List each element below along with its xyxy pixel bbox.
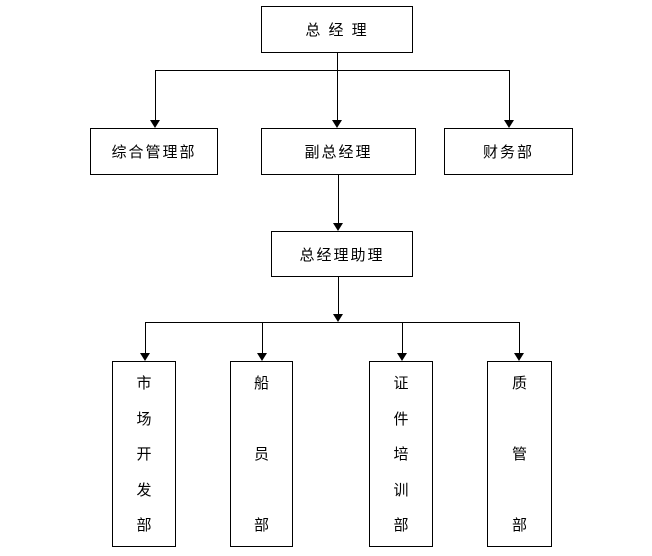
connector-vline-to-finance [509,70,510,120]
node-finance-dept: 财务部 [444,128,573,175]
connector-hline-branch2 [145,322,520,323]
connector-vline-deputy-assistant [338,175,339,223]
arrow-down-icon [514,353,524,361]
node-certificate-training-dept: 证件培训部 [369,361,433,547]
node-label: 质管部 [511,375,527,534]
node-general-manager: 总 经 理 [261,6,413,53]
node-label: 船员部 [253,375,269,534]
arrow-down-icon [332,120,342,128]
node-label: 总 经 理 [305,22,369,39]
connector-vline-root-stem [337,53,338,120]
node-label: 综合管理部 [111,144,197,161]
node-market-development-dept: 市场开发部 [112,361,176,547]
connector-vline-to-market [145,322,146,353]
connector-vline-to-quality [519,322,520,353]
node-label: 证件培训部 [393,375,409,534]
connector-vline-to-crew [262,322,263,353]
arrow-down-icon [333,223,343,231]
connector-vline-to-cert [402,322,403,353]
node-comprehensive-management-dept: 综合管理部 [90,128,218,175]
connector-hline-branch1 [155,70,510,71]
arrow-down-icon [150,120,160,128]
node-quality-control-dept: 质管部 [487,361,552,547]
arrow-down-icon [397,353,407,361]
connector-vline-assistant-stem [338,277,339,314]
node-label: 总经理助理 [299,246,385,264]
arrow-down-icon [333,314,343,322]
arrow-down-icon [257,353,267,361]
node-label: 财务部 [482,144,534,161]
connector-vline-to-admin [155,70,156,120]
node-label: 副总经理 [304,144,373,161]
arrow-down-icon [504,120,514,128]
node-gm-assistant: 总经理助理 [271,231,413,277]
node-crew-dept: 船员部 [230,361,293,547]
node-label: 市场开发部 [136,375,152,534]
arrow-down-icon [140,353,150,361]
node-deputy-general-manager: 副总经理 [261,128,416,175]
